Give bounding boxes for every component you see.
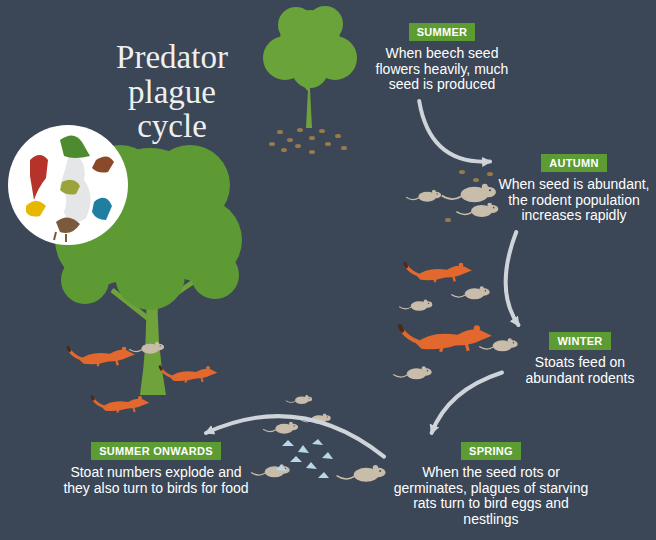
beech-seeds [341,146,347,150]
large-beech-tree [115,240,185,310]
beech-seeds [319,129,325,133]
band-row: SUMMER ONWARDS [56,441,256,465]
stage-label: SPRING When the seed rots or germinates, … [392,441,590,528]
broken-eggs [298,445,309,453]
beech-seeds [487,172,493,176]
cycle-arrow [506,232,519,325]
large-beech-tree [61,256,109,304]
stoats-and-rats [442,184,496,203]
broken-eggs [276,465,287,471]
stoats-and-rats [456,203,498,217]
stoats-and-rats [68,184,518,482]
beech-seeds [445,218,451,222]
beech-seeds [473,178,479,182]
stoats-and-rats [393,366,432,379]
season-band: SPRING [461,442,521,460]
season-band: SUMMER ONWARDS [91,442,221,460]
band-row: AUTUMN [498,153,650,177]
stage-text: When seed is abundant, the rodent popula… [498,177,650,224]
diagram-title: Predator plague cycle [102,40,242,144]
band-row: WINTER [510,331,650,355]
stoats-and-rats [406,190,441,202]
season-band: SUMMER [409,23,476,41]
cycle-arrow [419,101,490,162]
beech-seeds [297,128,303,132]
stage-label: SUMMER When beech seed flowers heavily, m… [366,22,518,93]
stage-text: When beech seed flowers heavily, much se… [366,46,518,93]
broken-eggs [276,439,333,478]
broken-eggs [282,440,294,446]
stoats-and-rats [263,422,298,434]
stage-text: Stoat numbers explode and they also turn… [56,465,256,496]
stoats-and-rats [286,395,312,404]
stoats-and-rats [399,299,432,310]
native-birds-circle [56,217,80,233]
small-beech-tree [263,6,357,128]
stoats-and-rats [405,263,472,282]
broken-eggs [312,439,323,445]
broken-eggs [306,462,317,469]
stoats-and-rats [251,464,290,477]
stage-text: When the seed rots or germinates, plague… [392,465,590,528]
stoats-and-rats [451,286,490,299]
native-birds-circle [26,201,46,217]
beech-seeds [269,128,493,222]
stage-label: WINTER Stoats feed on abundant rodents [510,331,650,386]
stoats-and-rats [479,338,518,351]
band-row: SUMMER [366,22,518,46]
stoats-and-rats [129,342,164,354]
small-beech-tree [307,6,343,42]
stoats-and-rats [400,325,492,352]
stoats-and-rats [337,465,386,482]
season-band: WINTER [549,332,610,350]
cycle-arrow [206,416,384,456]
native-birds-circle [54,232,66,242]
beech-seeds [295,144,301,148]
beech-seeds [281,148,287,152]
native-birds-circle [8,125,128,245]
broken-eggs [318,472,329,478]
beech-seeds [335,134,341,138]
beech-seeds [277,130,283,134]
native-birds-circle [30,155,48,200]
beech-seeds [287,138,293,142]
band-row: SPRING [392,441,590,465]
stage-text: Stoats feed on abundant rodents [510,355,650,386]
native-birds-circle [60,180,80,195]
beech-seeds [459,170,465,174]
native-birds-circle [8,125,128,245]
stoats-and-rats [160,366,217,383]
beech-seeds [309,150,315,154]
stage-label: AUTUMN When seed is abundant, the rodent … [498,153,650,224]
broken-eggs [290,456,302,462]
large-beech-tree [191,251,239,299]
beech-seeds [309,136,315,140]
large-beech-tree [150,145,230,225]
cycle-arrow [432,373,502,433]
small-beech-tree [292,52,328,88]
native-birds-circle [92,156,114,172]
stoats-and-rats [68,347,135,366]
beech-seeds [269,142,275,146]
large-beech-tree [55,145,242,395]
broken-eggs [322,452,333,459]
native-birds-circle [60,135,90,158]
native-birds-circle [92,198,112,220]
season-band: AUTUMN [541,154,606,172]
native-birds-circle [60,150,91,223]
stage-label: SUMMER ONWARDS Stoat numbers explode and … [56,441,256,496]
stoats-and-rats [92,396,149,413]
beech-seeds [325,142,331,146]
